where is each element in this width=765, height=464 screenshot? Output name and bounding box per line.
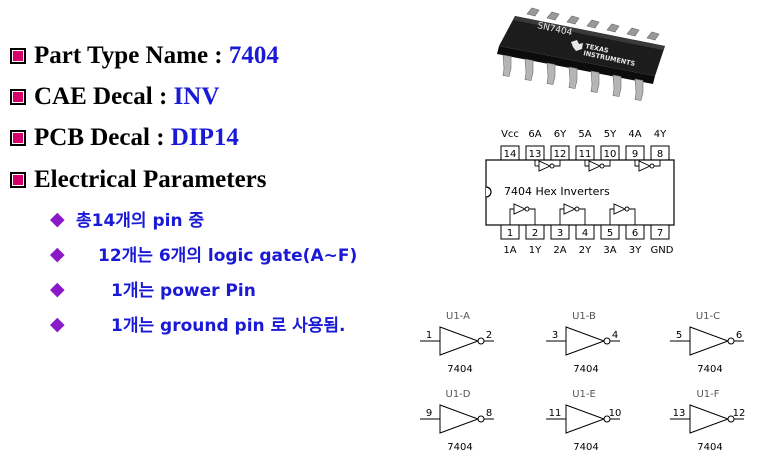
dip-pin-number: 8 xyxy=(657,149,663,160)
gate-name: U1-E xyxy=(572,389,596,400)
dip-top-label: 6A xyxy=(528,129,541,140)
gate-name: U1-F xyxy=(696,389,719,400)
gate-name: U1-A xyxy=(446,311,470,322)
gate-input-pin: 13 xyxy=(673,408,686,419)
dip-pin-number: 1 xyxy=(507,228,513,239)
dip-pin-number: 14 xyxy=(504,149,517,160)
dip-pin-number: 11 xyxy=(579,149,592,160)
gate-part: 7404 xyxy=(697,364,722,375)
dip-bottom-label: 3A xyxy=(603,245,616,256)
dip-top-label: Vcc xyxy=(501,129,519,140)
dip-bottom-label: GND xyxy=(651,245,674,256)
dip-pin-number: 2 xyxy=(532,228,538,239)
bullet-value: DIP14 xyxy=(170,124,239,151)
dip-bottom-label: 1Y xyxy=(529,245,542,256)
gate-part: 7404 xyxy=(447,442,472,453)
gate-output-pin: 4 xyxy=(612,330,618,341)
sub-bullet: ◆ 총14개의 pin 중 xyxy=(50,206,205,232)
bullet-electrical-parameters: Electrical Parameters xyxy=(10,166,267,194)
gate-input-pin: 3 xyxy=(552,330,558,341)
dip-pin-number: 3 xyxy=(557,228,563,239)
gate-part: 7404 xyxy=(573,364,598,375)
gate-input-pin: 5 xyxy=(676,330,682,341)
inverter-gate-b: U1-B 3 4 7404 xyxy=(545,311,621,375)
bullet-square-icon xyxy=(10,172,26,188)
ti-logo-icon xyxy=(571,40,583,51)
gate-output-pin: 12 xyxy=(733,408,746,419)
dip-title: 7404 Hex Inverters xyxy=(504,185,610,198)
dip-pin-number: 6 xyxy=(632,228,638,239)
bullet-value: 7404 xyxy=(228,42,279,69)
gate-name: U1-D xyxy=(446,389,471,400)
dip-bottom-label: 2Y xyxy=(579,245,592,256)
sub-bullet-text: 총14개의 pin 중 xyxy=(76,211,205,231)
inverter-gate-c: U1-C 5 6 7404 xyxy=(669,311,745,375)
gate-output-pin: 8 xyxy=(486,408,492,419)
dip-bottom-label: 3Y xyxy=(629,245,642,256)
dip-top-label: 6Y xyxy=(554,129,567,140)
bullet-label: Part Type Name : xyxy=(34,42,229,69)
bullet-value: INV xyxy=(173,83,220,110)
inverter-gates-schematic: U1-A 1 2 7404 U1-B 3 4 7404 U1-C 5 6 740… xyxy=(419,311,746,453)
dip-pin-number: 7 xyxy=(657,228,663,239)
dip-top-label: 4A xyxy=(628,129,641,140)
bullet-pcb-decal: PCB Decal : DIP14 xyxy=(10,124,239,152)
sub-bullet: ◆ 12개는 6개의 logic gate(A~F) xyxy=(50,241,358,267)
diamond-bullet-icon: ◆ xyxy=(50,277,65,300)
dip-pin-number: 12 xyxy=(554,149,567,160)
dip-notch xyxy=(485,186,492,198)
diamond-bullet-icon: ◆ xyxy=(50,312,65,335)
dip-top-label: 4Y xyxy=(654,129,667,140)
sub-bullet: ◆ 1개는 power Pin xyxy=(50,276,256,302)
dip-pinout-diagram: Vcc 6A 6Y 5A 5Y 4A 4Y 14 13 12 11 10 9 8… xyxy=(485,129,675,256)
bullet-cae-decal: CAE Decal : INV xyxy=(10,83,219,111)
sub-bullet-text: 1개는 power Pin xyxy=(111,281,256,301)
bullet-label: Electrical Parameters xyxy=(34,166,267,193)
bullet-square-icon xyxy=(10,89,26,105)
chip-photo: SN7404 TEXAS INSTRUMENTS xyxy=(497,7,665,101)
sub-bullet: ◆ 1개는 ground pin 로 사용됨. xyxy=(50,311,346,337)
diamond-bullet-icon: ◆ xyxy=(50,242,65,265)
dip-pin-number: 4 xyxy=(582,228,588,239)
diamond-bullet-icon: ◆ xyxy=(50,207,65,230)
inverter-gate-a: U1-A 1 2 7404 xyxy=(419,311,495,375)
gate-part: 7404 xyxy=(447,364,472,375)
gate-input-pin: 11 xyxy=(549,408,562,419)
bullet-label: PCB Decal : xyxy=(34,124,171,151)
bullet-part-type: Part Type Name : 7404 xyxy=(10,42,279,70)
gate-name: U1-B xyxy=(572,311,596,322)
dip-pin-number: 13 xyxy=(529,149,542,160)
gate-output-pin: 2 xyxy=(486,330,492,341)
dip-bottom-label: 1A xyxy=(503,245,516,256)
dip-pin-number: 5 xyxy=(607,228,613,239)
bullet-square-icon xyxy=(10,130,26,146)
inverter-gate-f: U1-F 13 12 7404 xyxy=(669,389,746,453)
gate-part: 7404 xyxy=(573,442,598,453)
gate-input-pin: 9 xyxy=(426,408,432,419)
dip-pin-number: 9 xyxy=(632,149,638,160)
gate-part: 7404 xyxy=(697,442,722,453)
sub-bullet-text: 12개는 6개의 logic gate(A~F) xyxy=(98,246,358,266)
dip-bottom-label: 2A xyxy=(553,245,566,256)
sub-bullet-text: 1개는 ground pin 로 사용됨. xyxy=(111,316,346,336)
inverter-gate-d: U1-D 9 8 7404 xyxy=(419,389,495,453)
dip-top-label: 5Y xyxy=(604,129,617,140)
bullet-square-icon xyxy=(10,48,26,64)
dip-top-label: 5A xyxy=(578,129,591,140)
bullet-label: CAE Decal : xyxy=(34,83,174,110)
inverter-gate-e: U1-E 11 10 7404 xyxy=(545,389,622,453)
dip-pin-number: 10 xyxy=(604,149,617,160)
gate-output-pin: 10 xyxy=(609,408,622,419)
gate-input-pin: 1 xyxy=(426,330,432,341)
gate-output-pin: 6 xyxy=(736,330,742,341)
gate-name: U1-C xyxy=(696,311,720,322)
